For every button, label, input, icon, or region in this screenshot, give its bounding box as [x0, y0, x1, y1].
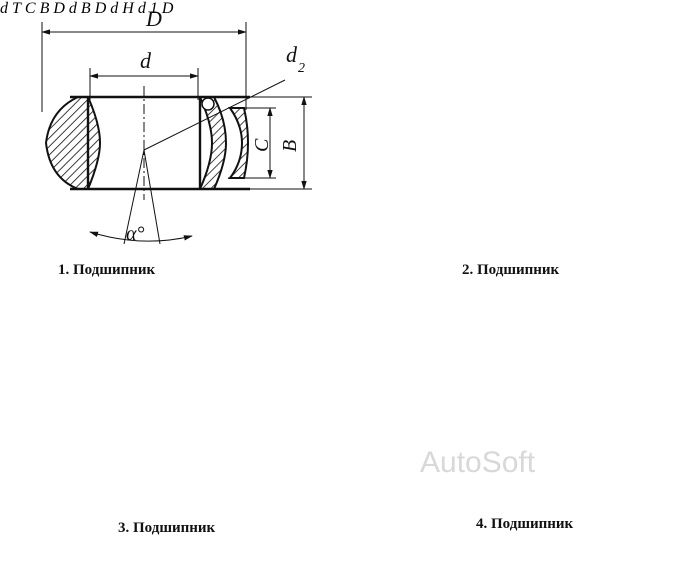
fig4-inner-diameter-label: d: [110, 0, 119, 17]
watermark-text: AutoSoft: [420, 446, 536, 479]
fig3-outer-diameter-label: D: [94, 0, 107, 17]
figure-1-caption: 1. Подшипник: [58, 262, 156, 278]
figure-2-drawing: d T C B D: [0, 0, 69, 17]
fig1-width-c-label: C: [251, 138, 273, 152]
fig1-angle-label: α°: [126, 223, 145, 245]
fig1-inner-diameter-label: d: [140, 48, 152, 73]
figure-3-drawing: d B D: [69, 0, 110, 17]
fig1-width-b-label: B: [279, 140, 301, 152]
figure-2-caption: 2. Подшипник: [462, 262, 560, 278]
fig1-ball-diameter-subscript: 2: [298, 61, 305, 76]
fig4-inner-diameter-1-label: d: [137, 0, 146, 17]
fig3-width-b-label: B: [80, 0, 91, 17]
fig2-width-b-label: B: [39, 0, 50, 17]
fig4-inner-diameter-1-subscript: 1: [149, 0, 158, 17]
fig4-outer-diameter-label: D: [161, 0, 174, 17]
fig4-height-h-label: H: [122, 0, 134, 17]
figure-4-caption: 4. Подшипник: [476, 516, 574, 532]
fig1-outer-diameter-label: D: [145, 6, 162, 31]
figure-3-caption: 3. Подшипник: [118, 520, 216, 536]
fig2-outer-diameter-label: D: [53, 0, 65, 17]
fig2-inner-diameter-label: d: [0, 0, 8, 17]
figure-1-drawing: D d d 2 C B α°: [41, 6, 312, 245]
fig1-ball-diameter-label: d: [286, 42, 298, 67]
figure-4-drawing: d H d 1 D: [110, 0, 173, 17]
fig3-inner-diameter-label: d: [68, 0, 77, 17]
fig2-width-c-label: C: [24, 0, 36, 17]
fig2-height-t-label: T: [12, 0, 21, 17]
